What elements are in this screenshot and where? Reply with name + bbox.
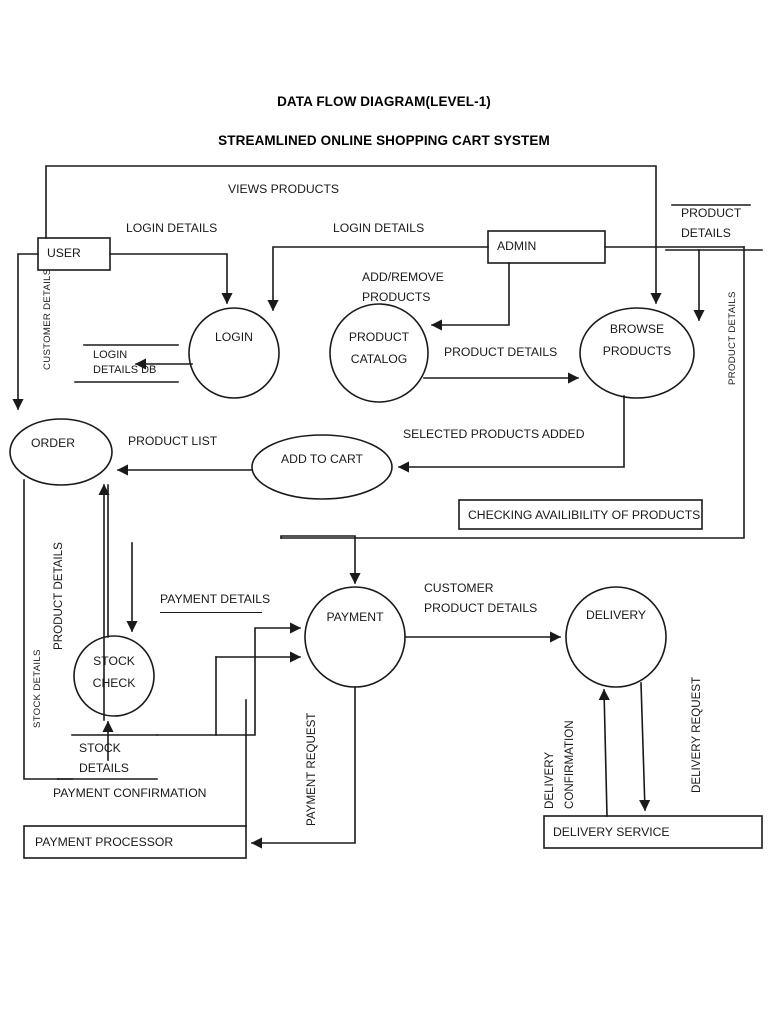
flow-views-products-line [45, 165, 662, 305]
flow-product-details-catalog-label: PRODUCT DETAILS [444, 345, 558, 359]
process-add-to-cart-label: ADD TO CART [281, 452, 363, 466]
entity-payment-processor-box [23, 825, 247, 859]
entity-checking-availability-box [458, 499, 703, 530]
process-stock-check-label-line2: CHECK [92, 676, 136, 690]
flow-payment-confirmation-label: PAYMENT CONFIRMATION [53, 786, 207, 800]
flow-payment-request-label: PAYMENT REQUEST [305, 712, 318, 826]
flow-payment-details-line [280, 535, 361, 585]
flow-customer-product-details-label-line1: CUSTOMER [424, 581, 494, 595]
flow-payment-details-underline [160, 612, 262, 613]
process-stock-check-label-line1: STOCK [93, 654, 135, 668]
process-product-catalog-label-line1: PRODUCT [348, 330, 410, 344]
flow-login-details-user-label: LOGIN DETAILS [126, 221, 218, 235]
process-delivery-label: DELIVERY [585, 608, 647, 622]
datastore-login-details-db-label-line1: LOGIN [93, 349, 128, 361]
flow-customer-details-label: CUSTOMER DETAILS [42, 268, 53, 370]
diagram-title-line2: STREAMLINED ONLINE SHOPPING CART SYSTEM [218, 133, 550, 148]
process-login-circle [188, 307, 280, 399]
flow-payment-request-line [250, 686, 356, 849]
flow-lower-inbound-payment-line [57, 657, 300, 780]
flow-payment-details-label: PAYMENT DETAILS [160, 592, 271, 606]
process-login-label: LOGIN [215, 330, 253, 344]
flow-product-list-label: PRODUCT LIST [128, 434, 218, 448]
flow-delivery-confirmation-label-line1: DELIVERY [543, 751, 556, 809]
datastore-stock-details-label-line2: DETAILS [79, 761, 129, 775]
entity-delivery-service-box [543, 815, 763, 849]
flow-login-details-user-line [109, 253, 233, 305]
flow-delivery-request-line [639, 682, 651, 812]
process-payment-label: PAYMENT [326, 610, 384, 624]
flow-customer-details-line [12, 253, 39, 411]
entity-payment-processor-label: PAYMENT PROCESSOR [35, 835, 174, 849]
datastore-product-details-label-line2: DETAILS [681, 226, 731, 240]
flow-add-remove-products-label-line2: PRODUCTS [362, 290, 431, 304]
process-order-label: ORDER [30, 436, 76, 450]
process-stock-check-circle [73, 635, 155, 717]
flow-selected-products-added-label: SELECTED PRODUCTS ADDED [403, 427, 585, 441]
flow-views-products-label: VIEWS PRODUCTS [228, 182, 340, 196]
process-delivery-circle [565, 586, 667, 688]
flow-stock-to-payment-line [156, 622, 302, 736]
entity-user-label: USER [47, 246, 81, 260]
flow-delivery-confirmation-line [598, 688, 610, 817]
process-browse-products-ellipse [579, 307, 695, 399]
flow-product-details-left-line [23, 479, 73, 780]
process-payment-circle [304, 586, 406, 688]
datastore-product-details-label-line1: PRODUCT [681, 206, 742, 220]
flow-product-details-right-label: PRODUCT DETAILS [727, 291, 738, 385]
datastore-stock-details-label-line1: STOCK [79, 741, 121, 755]
process-product-catalog-label-line2: CATALOG [350, 352, 408, 366]
entity-delivery-service-label: DELIVERY SERVICE [553, 825, 670, 839]
flow-add-remove-products-line [430, 262, 510, 331]
process-product-catalog-circle [329, 303, 429, 403]
flow-customer-product-details-label-line2: PRODUCT DETAILS [424, 601, 538, 615]
entity-checking-availability-label: CHECKING AVAILIBILITY OF PRODUCTS [468, 508, 701, 522]
entity-admin-label: ADMIN [497, 239, 537, 253]
flow-login-details-admin-label: LOGIN DETAILS [333, 221, 425, 235]
process-browse-products-label-line2: PRODUCTS [602, 344, 672, 358]
datastore-login-details-db-label-line2: DETAILS DB [93, 364, 157, 376]
entity-admin-box [487, 230, 606, 264]
process-browse-products-label-line1: BROWSE [609, 322, 665, 336]
diagram-title-line1: DATA FLOW DIAGRAM(LEVEL-1) [277, 94, 491, 109]
flow-product-details-left-label: PRODUCT DETAILS [52, 542, 65, 650]
process-order-ellipse [9, 418, 113, 486]
flow-delivery-confirmation-label-line2: CONFIRMATION [563, 720, 576, 809]
flow-selected-products-added-line [397, 395, 625, 473]
flow-stock-details-label: STOCK DETAILS [32, 649, 43, 728]
flow-login-details-admin-line [267, 246, 489, 312]
flow-add-remove-products-label-line1: ADD/REMOVE [362, 270, 444, 284]
flow-product-details-right-down [280, 246, 745, 539]
process-add-to-cart-ellipse [251, 434, 393, 500]
flow-delivery-request-label: DELIVERY REQUEST [690, 676, 703, 793]
